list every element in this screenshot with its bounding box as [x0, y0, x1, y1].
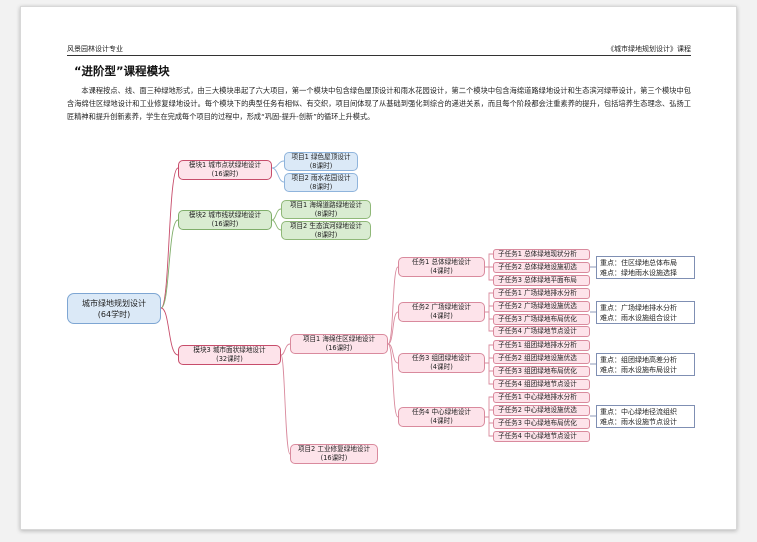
header-right: 《城市绿地规划设计》课程: [607, 45, 691, 53]
task-3-title: 任务3 组团绿地设计: [411, 354, 472, 362]
task-4-hours: (4课时): [430, 416, 453, 425]
task-4-subtask-3: 子任务3 中心绿地布局优化: [493, 418, 590, 429]
task-4-key-point: 重点：中心绿地径流组织: [600, 408, 677, 416]
task-2-subtask-3: 子任务3 广场绿地布局优化: [493, 314, 590, 325]
task-3-subtask-4: 子任务4 组团绿地节点设计: [493, 379, 590, 390]
m3-project-2-title: 项目2 工业修复绿地设计: [297, 445, 371, 453]
task-2-difficulty: 难点：雨水设施组合设计: [600, 314, 677, 322]
task-3-subtask-3: 子任务3 组团绿地布局优化: [493, 366, 590, 377]
m1-project-2-title: 项目2 雨水花园设计: [291, 174, 351, 182]
task-2-hours: (4课时): [430, 311, 453, 320]
task-4-focus-box: 重点：中心绿地径流组织 难点：雨水设施节点设计: [596, 405, 695, 428]
task-2-title: 任务2 广场绿地设计: [411, 303, 472, 311]
task-3-key-point: 重点：组团绿地高差分析: [600, 356, 677, 364]
m2-project-1-hours: (8课时): [314, 209, 338, 218]
root-node: 城市绿地规划设计 (64学时): [67, 293, 161, 324]
task-2-subtask-2: 子任务2 广场绿地设施优选: [493, 301, 590, 312]
m1-project-2-hours: (8课时): [309, 182, 333, 191]
module-3: 模块3 城市面状绿地设计 (32课时): [178, 345, 281, 365]
module-3-hours: (32课时): [216, 354, 243, 363]
m2-project-2: 项目2 生态滨河绿地设计 (8课时): [281, 221, 371, 240]
section-title: “进阶型”课程模块: [74, 64, 170, 78]
task-4-title: 任务4 中心绿地设计: [411, 408, 472, 416]
task-1-subtask-2: 子任务2 总体绿地设施初选: [493, 262, 590, 273]
m3-project-1-title: 项目1 海绵住区绿地设计: [302, 335, 376, 343]
task-1: 任务1 总体绿地设计 (4课时): [398, 257, 485, 277]
task-4-subtask-4: 子任务4 中心绿地节点设计: [493, 431, 590, 442]
m1-project-1: 项目1 绿色屋顶设计 (8课时): [284, 152, 358, 171]
task-4: 任务4 中心绿地设计 (4课时): [398, 407, 485, 427]
task-4-difficulty: 难点：雨水设施节点设计: [600, 418, 677, 426]
module-2-hours: (16课时): [211, 219, 239, 228]
task-3-subtask-1: 子任务1 组团绿地排水分析: [493, 340, 590, 351]
m3-project-2: 项目2 工业修复绿地设计 (16课时): [290, 444, 378, 464]
m1-project-2: 项目2 雨水花园设计 (8课时): [284, 173, 358, 192]
task-1-subtask-3: 子任务3 总体绿地平面布局: [493, 275, 590, 286]
module-2-title: 模块2 城市线状绿地设计: [188, 211, 262, 219]
m2-project-1-title: 项目1 海绵道路绿地设计: [289, 201, 363, 209]
task-3: 任务3 组团绿地设计 (4课时): [398, 353, 485, 373]
m2-project-2-hours: (8课时): [314, 230, 338, 239]
module-1-hours: (16课时): [211, 169, 239, 178]
task-3-focus-box: 重点：组团绿地高差分析 难点：雨水设施布局设计: [596, 353, 695, 376]
m1-project-1-hours: (8课时): [309, 161, 333, 170]
module-2: 模块2 城市线状绿地设计 (16课时): [178, 210, 272, 230]
m3-project-1: 项目1 海绵住区绿地设计 (16课时): [290, 334, 388, 354]
task-2-key-point: 重点：广场绿地排水分析: [600, 304, 677, 312]
task-2-focus-box: 重点：广场绿地排水分析 难点：雨水设施组合设计: [596, 301, 695, 324]
m3-project-2-hours: (16课时): [320, 453, 348, 462]
task-3-difficulty: 难点：雨水设施布局设计: [600, 366, 677, 374]
task-1-difficulty: 难点：绿地雨水设施选择: [600, 269, 677, 277]
header-left: 风景园林设计专业: [67, 45, 123, 53]
intro-paragraph: 本课程按点、线、面三种绿地形式，由三大模块串起了六大项目，第一个模块中包含绿色屋…: [67, 86, 691, 121]
task-1-focus-box: 重点：住区绿地总体布局 难点：绿地雨水设施选择: [596, 256, 695, 279]
module-1: 模块1 城市点状绿地设计 (16课时): [178, 160, 272, 180]
root-title: 城市绿地规划设计: [82, 299, 146, 308]
module-3-title: 模块3 城市面状绿地设计: [193, 346, 266, 354]
task-1-hours: (4课时): [430, 266, 453, 275]
m3-project-1-hours: (16课时): [325, 343, 353, 352]
task-1-title: 任务1 总体绿地设计: [411, 258, 472, 266]
task-3-subtask-2: 子任务2 组团绿地设施优选: [493, 353, 590, 364]
task-3-hours: (4课时): [430, 362, 453, 371]
m1-project-1-title: 项目1 绿色屋顶设计: [291, 153, 351, 161]
task-2-subtask-1: 子任务1 广场绿地排水分析: [493, 288, 590, 299]
task-4-subtask-1: 子任务1 中心绿地排水分析: [493, 392, 590, 403]
page-header: 风景园林设计专业 《城市绿地规划设计》课程: [67, 43, 691, 56]
task-2: 任务2 广场绿地设计 (4课时): [398, 302, 485, 322]
task-4-subtask-2: 子任务2 中心绿地设施优选: [493, 405, 590, 416]
root-hours: (64学时): [97, 310, 131, 319]
task-1-key-point: 重点：住区绿地总体布局: [600, 259, 677, 267]
m2-project-1: 项目1 海绵道路绿地设计 (8课时): [281, 200, 371, 219]
m2-project-2-title: 项目2 生态滨河绿地设计: [289, 222, 363, 230]
task-2-subtask-4: 子任务4 广场绿地节点设计: [493, 326, 590, 337]
task-1-subtask-1: 子任务1 总体绿地现状分析: [493, 249, 590, 260]
module-1-title: 模块1 城市点状绿地设计: [188, 161, 262, 169]
